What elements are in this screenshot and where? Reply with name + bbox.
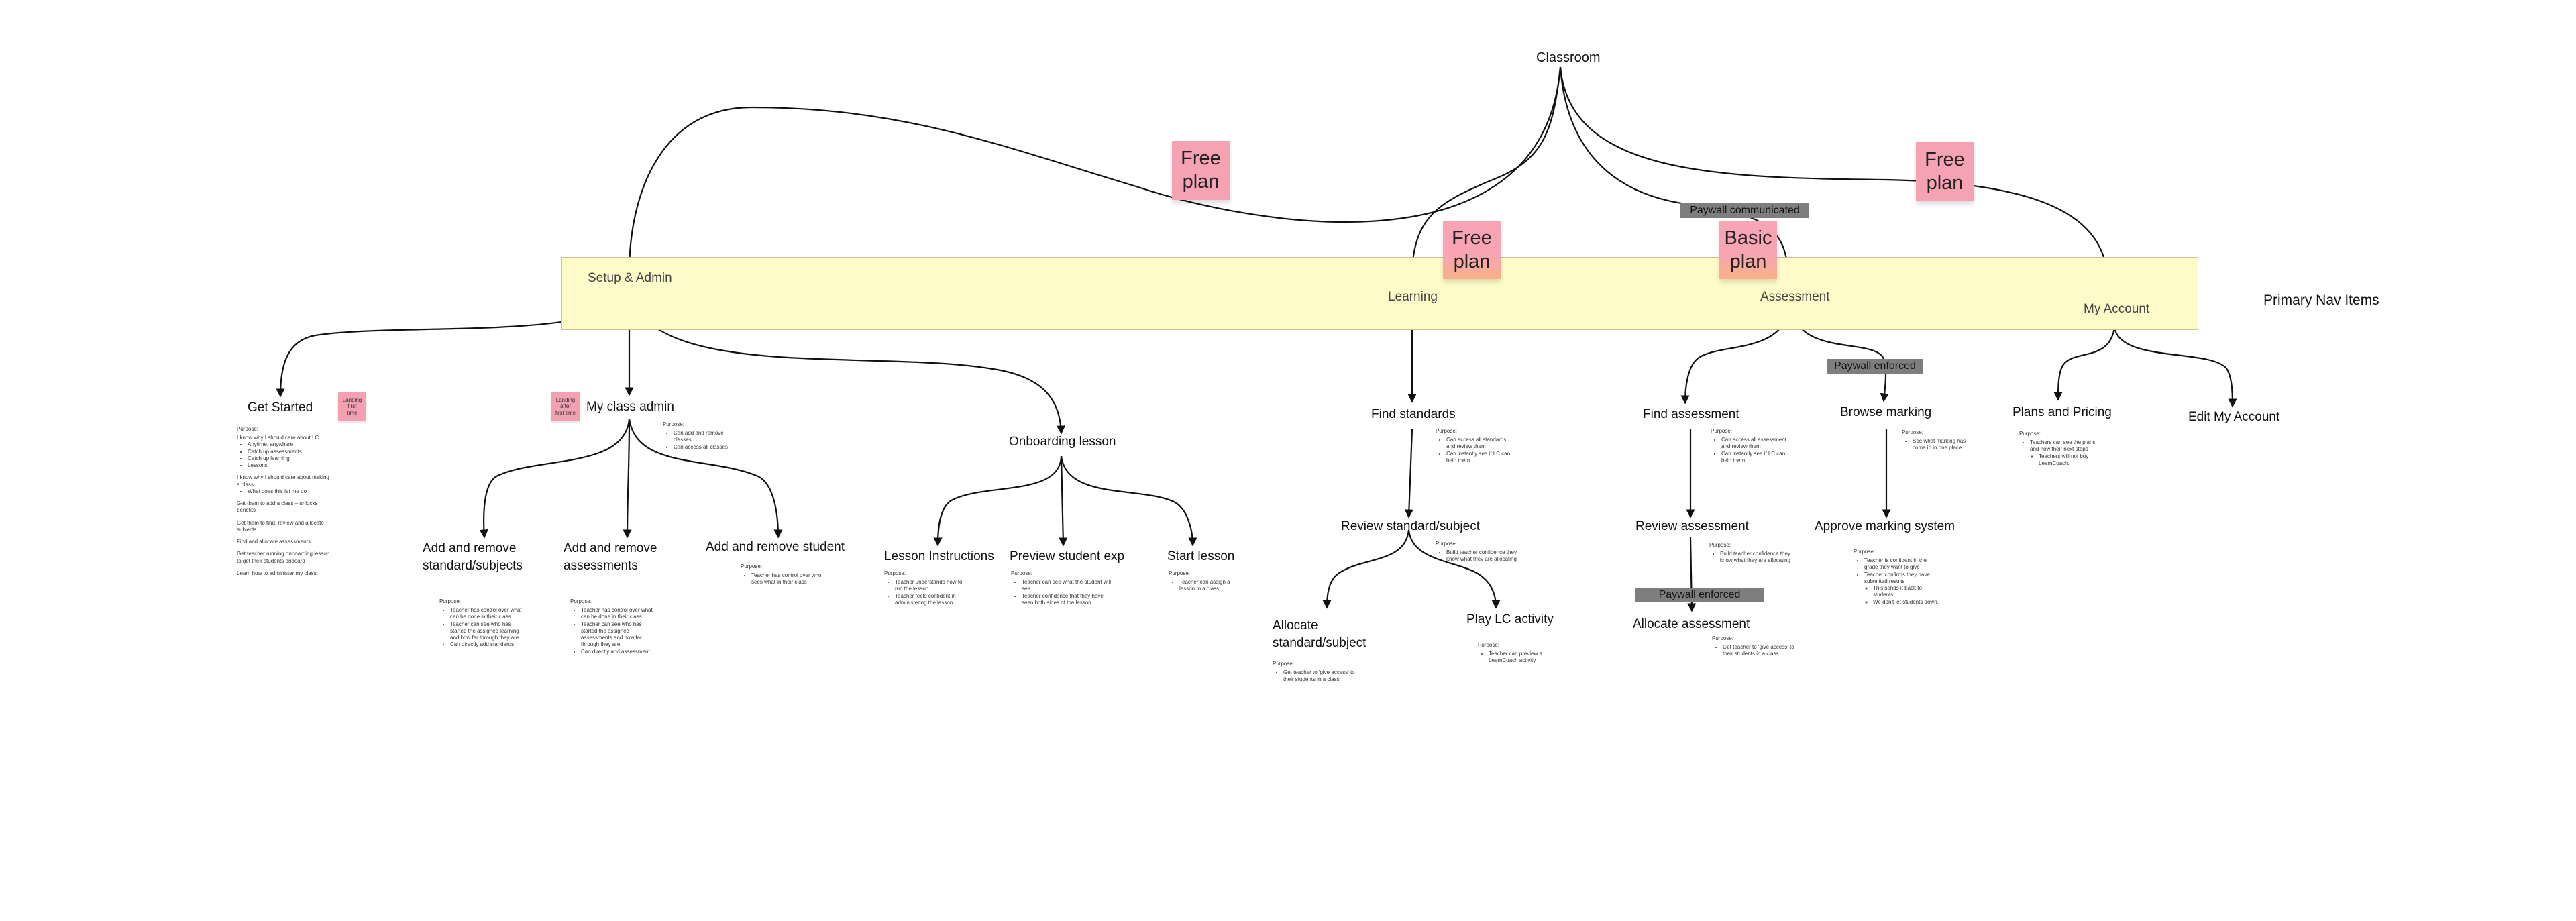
node-add-remove-assessments[interactable]: Add and remove assessments bbox=[564, 541, 657, 573]
note-find-standards: Purpose: Can access all standards and re… bbox=[1436, 428, 1513, 464]
note-find-assessment: Purpose: Can access all assessment and r… bbox=[1711, 428, 1788, 464]
edge-review-play bbox=[1407, 529, 1501, 609]
primary-nav-band bbox=[561, 257, 2198, 330]
node-play-lc-activity[interactable]: Play LC activity bbox=[1466, 612, 1554, 627]
node-onboarding-lesson[interactable]: Onboarding lesson bbox=[1009, 435, 1116, 449]
note-add-remove-student: Purpose: Teacher has control over who se… bbox=[741, 563, 828, 586]
edge-findstandards-review bbox=[1404, 429, 1414, 519]
note-allocate-assessment: Purpose: Get teacher to 'give access' to… bbox=[1712, 635, 1803, 658]
tag-paywall-communicated: Paywall communicated bbox=[1680, 203, 1809, 218]
node-add-remove-standards[interactable]: Add and remove standard/subjects bbox=[423, 541, 523, 573]
node-review-assessment[interactable]: Review assessment bbox=[1635, 519, 1749, 533]
sticky-basic-plan: Basic plan bbox=[1719, 221, 1777, 279]
sticky-landing-after-first-time: Landing after first time bbox=[551, 392, 580, 421]
sticky-landing-first-time: Landing first time bbox=[338, 392, 366, 421]
node-allocate-assessment[interactable]: Allocate assessment bbox=[1633, 617, 1750, 631]
tag-paywall-enforced-browse: Paywall enforced bbox=[1827, 359, 1923, 374]
node-get-started[interactable]: Get Started bbox=[248, 400, 313, 415]
node-browse-marking[interactable]: Browse marking bbox=[1840, 405, 1932, 419]
edge-setup-onboarding bbox=[628, 288, 1066, 435]
edge-myclass-student bbox=[628, 419, 783, 539]
sticky-free-plan-3: Free plan bbox=[1916, 142, 1974, 201]
edge-classroom-setup bbox=[625, 66, 1562, 270]
note-allocate-standard: Purpose: Get teacher to 'give access' to… bbox=[1273, 661, 1366, 684]
edge-review-allocate bbox=[1322, 529, 1410, 609]
note-add-remove-assessments: Purpose: Teacher has control over what c… bbox=[570, 598, 654, 655]
nav-setup-admin[interactable]: Setup & Admin bbox=[588, 271, 672, 285]
note-plans-pricing: Purpose: Teachers can see the plans and … bbox=[2019, 431, 2100, 467]
edge-myclass-assessments bbox=[623, 419, 632, 539]
node-add-remove-student[interactable]: Add and remove student bbox=[706, 540, 845, 554]
note-add-remove-standards: Purpose: Teacher has control over what c… bbox=[439, 598, 523, 649]
edge-onboarding-preview bbox=[1059, 455, 1068, 547]
node-review-standard-subject[interactable]: Review standard/subject bbox=[1341, 519, 1480, 533]
nav-learning[interactable]: Learning bbox=[1388, 290, 1438, 304]
edge-assessment-find bbox=[1680, 305, 1791, 404]
edge-classroom-learning bbox=[1408, 66, 1562, 270]
note-get-started: Purpose: I know why I should care about … bbox=[237, 426, 331, 582]
note-lesson-instructions: Purpose: Teacher understands how to run … bbox=[884, 570, 965, 606]
tag-paywall-enforced-allocate: Paywall enforced bbox=[1635, 588, 1764, 602]
node-edit-my-account[interactable]: Edit My Account bbox=[2188, 410, 2280, 424]
node-preview-student-exp[interactable]: Preview student exp bbox=[1010, 549, 1125, 563]
nav-assessment[interactable]: Assessment bbox=[1760, 290, 1830, 304]
node-my-class-admin[interactable]: My class admin bbox=[586, 400, 674, 414]
note-review-standard: Purpose: Build teacher confidence they k… bbox=[1436, 541, 1523, 563]
nav-my-account[interactable]: My Account bbox=[2084, 302, 2150, 316]
note-my-class-admin: Purpose: Can add and remove classesCan a… bbox=[663, 421, 737, 451]
node-find-assessment[interactable]: Find assessment bbox=[1643, 407, 1739, 421]
primary-nav-items-label: Primary Nav Items bbox=[2263, 292, 2379, 308]
note-preview-student-exp: Purpose: Teacher can see what the studen… bbox=[1011, 570, 1115, 606]
edge-classroom-assessment bbox=[1559, 66, 1792, 270]
edge-classroom-account bbox=[1559, 66, 2112, 284]
edge-account-plans bbox=[2053, 327, 2116, 401]
node-start-lesson[interactable]: Start lesson bbox=[1167, 549, 1235, 563]
edge-assessment-browse bbox=[1788, 305, 1889, 402]
edge-account-edit bbox=[2113, 327, 2237, 408]
edge-onboarding-instructions bbox=[933, 455, 1063, 547]
sticky-free-plan-1: Free plan bbox=[1172, 141, 1230, 200]
node-allocate-standard-subject[interactable]: Allocate standard/subject bbox=[1273, 618, 1366, 650]
note-browse-marking: Purpose: See what marking has come in in… bbox=[1902, 429, 1976, 452]
note-approve-marking: Purpose: Teacher is confident in the gra… bbox=[1854, 549, 1941, 606]
node-find-standards[interactable]: Find standards bbox=[1371, 407, 1456, 421]
node-approve-marking-system[interactable]: Approve marking system bbox=[1815, 519, 1955, 533]
node-lesson-instructions[interactable]: Lesson Instructions bbox=[884, 549, 994, 563]
root-node-classroom: Classroom bbox=[1536, 50, 1601, 65]
node-plans-and-pricing[interactable]: Plans and Pricing bbox=[2012, 405, 2112, 419]
note-review-assessment: Purpose: Build teacher confidence they k… bbox=[1709, 542, 1793, 565]
edge-onboarding-start bbox=[1060, 455, 1197, 547]
note-play-lc: Purpose: Teacher can preview a LearnCoac… bbox=[1478, 642, 1552, 665]
sticky-free-plan-2: Free plan bbox=[1443, 221, 1501, 279]
edge-myclass-standards bbox=[479, 419, 631, 539]
note-start-lesson: Purpose: Teacher can assign a lesson to … bbox=[1169, 570, 1239, 593]
